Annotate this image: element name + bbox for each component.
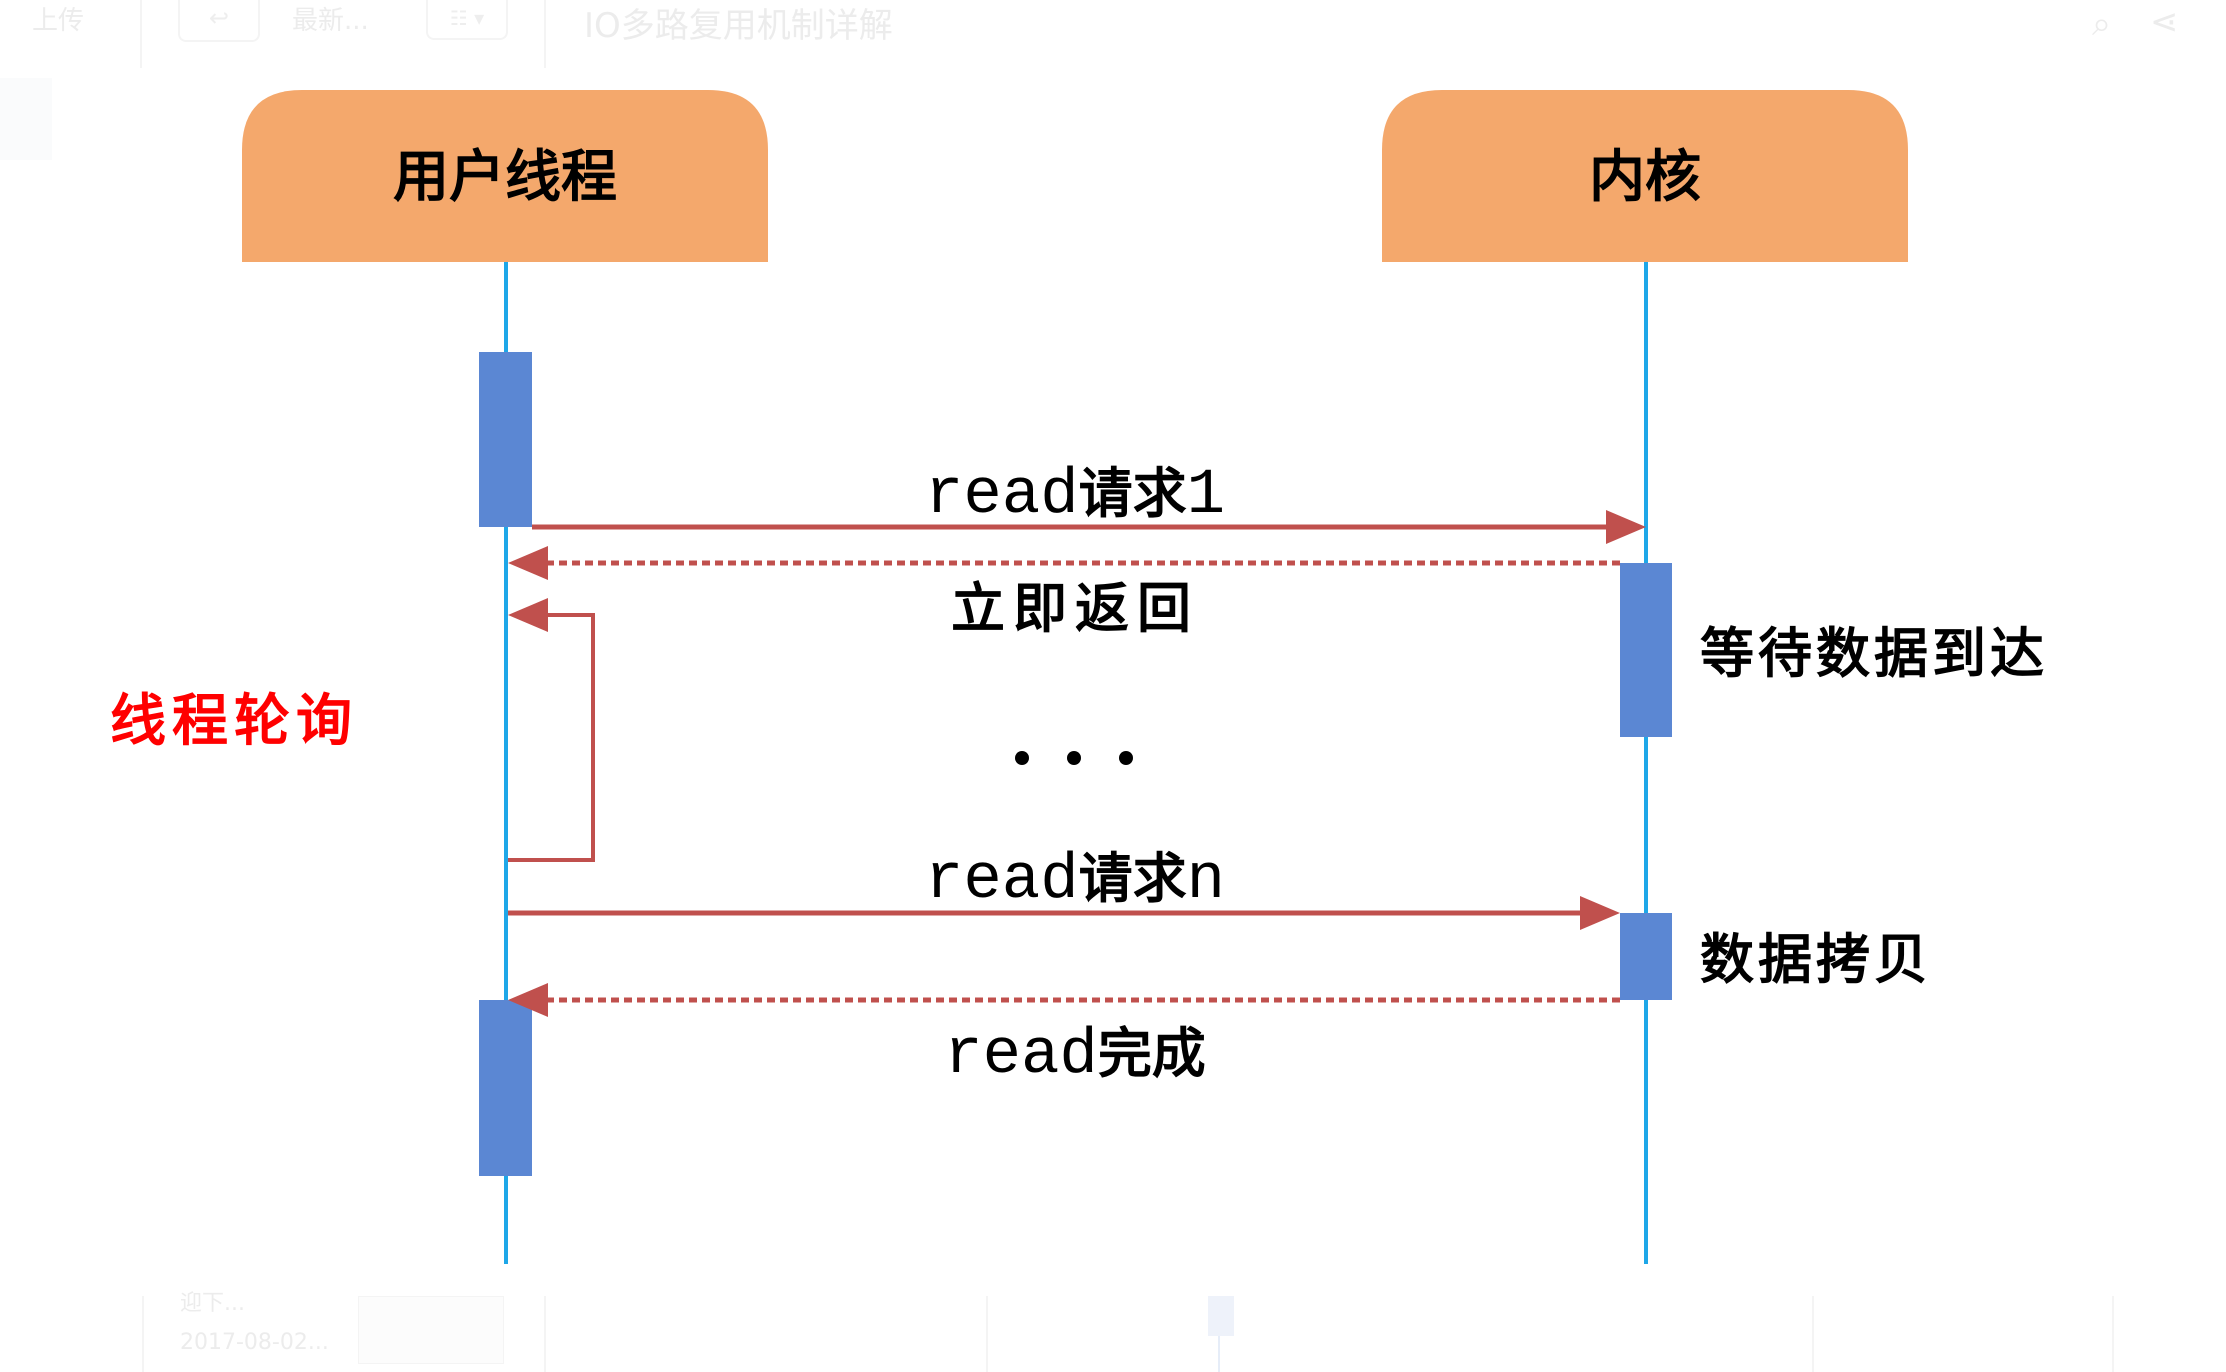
kernel-activation-bar xyxy=(1620,563,1672,737)
actor-user-label: 用户线程 xyxy=(393,144,617,210)
note-wait-for-data: 等待数据到达 xyxy=(1700,621,2048,685)
list-view-icon[interactable]: ☷ ▾ xyxy=(426,0,508,40)
message-label-read-request-1: read请求1 xyxy=(925,460,1225,532)
list-divider xyxy=(544,1296,546,1372)
message-label-read-request-n: read请求n xyxy=(925,845,1225,917)
polling-label: 线程轮询 xyxy=(110,688,358,754)
search-icon[interactable]: ⌕ xyxy=(2092,4,2112,44)
ellipsis-dot xyxy=(1067,751,1081,765)
arrow-head-icon xyxy=(1580,896,1620,930)
list-item-snippet: 迎下... xyxy=(180,1291,245,1316)
ellipsis-dot xyxy=(1015,751,1029,765)
background-toolbar: 上传 ↩ 最新... ☷ ▾ IO多路复用机制详解 ⌕ ⋖ xyxy=(0,0,2226,70)
scroll-track xyxy=(1218,1336,1220,1372)
arrow-head-icon xyxy=(508,546,548,580)
kernel-activation-bar xyxy=(1620,913,1672,1000)
note-data-copy: 数据拷贝 xyxy=(1700,927,1932,991)
arrow-head-icon xyxy=(508,983,548,1017)
toolbar-divider xyxy=(544,0,546,68)
panel-divider xyxy=(2112,1296,2114,1372)
arrow-head-icon xyxy=(1606,510,1646,544)
user-activation-bar xyxy=(479,1000,532,1176)
panel-divider xyxy=(986,1296,988,1372)
document-title: IO多路复用机制详解 xyxy=(584,6,893,46)
share-icon[interactable]: ⋖ xyxy=(2150,2,2179,42)
ellipsis-dot xyxy=(1119,751,1133,765)
message-label-immediate-return: 立即返回 xyxy=(951,576,1199,640)
list-item-thumbnail xyxy=(358,1296,504,1364)
actor-kernel-box xyxy=(1382,90,1908,262)
list-item-date: 2017-08-02... xyxy=(180,1330,329,1355)
arrow-head-icon xyxy=(508,598,548,632)
polling-loop-arrow xyxy=(508,613,595,862)
actor-user-box xyxy=(242,90,768,262)
sidebar-panel xyxy=(0,78,52,160)
undo-arrow-icon[interactable]: ↩ xyxy=(178,0,260,42)
panel-divider xyxy=(1812,1296,1814,1372)
list-divider xyxy=(142,1296,144,1372)
upload-button[interactable]: 上传 xyxy=(32,6,85,36)
latest-sort-button[interactable]: 最新... xyxy=(292,6,369,36)
actor-kernel-label: 内核 xyxy=(1589,144,1701,210)
scrollbar-thumb[interactable] xyxy=(1208,1296,1234,1336)
user-activation-bar xyxy=(479,352,532,527)
toolbar-divider xyxy=(140,0,142,68)
message-label-read-complete: read完成 xyxy=(944,1020,1206,1092)
